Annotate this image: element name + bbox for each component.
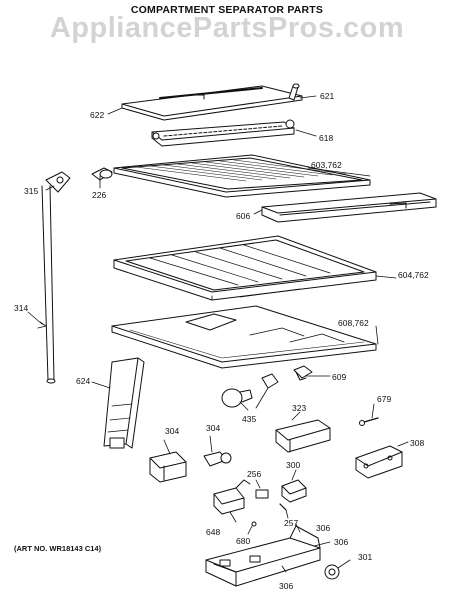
diagram-title: COMPARTMENT SEPARATOR PARTS — [130, 4, 324, 16]
part-304-housing — [150, 452, 186, 482]
callout-648: 648 — [206, 527, 221, 537]
callout-306-right: 306 — [334, 537, 349, 547]
part-680-screw — [252, 522, 256, 526]
part-306-housing — [206, 526, 320, 586]
part-679-screw — [360, 418, 379, 426]
part-301-knob — [325, 565, 339, 579]
callout-621: 621 — [320, 91, 335, 101]
callout-323: 323 — [292, 403, 307, 413]
part-603-shelf — [114, 155, 370, 197]
callout-604: 604,762 — [398, 270, 429, 280]
part-618-rail — [152, 120, 294, 146]
part-256-switch — [256, 490, 268, 498]
callout-603: 603,762 — [311, 160, 342, 170]
part-314-315-rod — [38, 172, 70, 383]
callout-226: 226 — [92, 190, 107, 200]
callout-257: 257 — [284, 518, 299, 528]
callout-301: 301 — [358, 552, 373, 562]
part-323-bracket — [276, 420, 330, 452]
callout-256: 256 — [247, 469, 262, 479]
callout-624: 624 — [76, 376, 91, 386]
callout-315: 315 — [24, 186, 39, 196]
callout-679: 679 — [377, 394, 392, 404]
callout-308: 308 — [410, 438, 425, 448]
callout-300: 300 — [286, 460, 301, 470]
callout-609: 609 — [332, 372, 347, 382]
callout-608: 608,762 — [338, 318, 369, 328]
part-308-bracket — [356, 446, 402, 478]
callout-622: 622 — [90, 110, 105, 120]
part-604-pan — [114, 236, 376, 300]
callout-618: 618 — [319, 133, 334, 143]
leader-lines — [28, 96, 408, 572]
part-300-switch — [282, 480, 306, 502]
callout-304-socket: 304 — [206, 423, 221, 433]
part-621-sensor — [289, 84, 299, 100]
part-257-screw — [280, 504, 286, 510]
callout-306-bottom: 306 — [279, 581, 294, 591]
callout-435: 435 — [242, 414, 257, 424]
part-435-bulb — [222, 374, 278, 407]
part-304-socket — [204, 452, 231, 466]
part-624-duct — [104, 358, 144, 448]
callout-304-housing: 304 — [165, 426, 180, 436]
part-648-assembly — [214, 480, 250, 514]
part-622-cover — [122, 86, 302, 120]
part-606-strip — [262, 193, 436, 222]
callout-306-top: 306 — [316, 523, 331, 533]
part-608-pan — [112, 306, 376, 368]
callout-680: 680 — [236, 536, 251, 546]
callout-606: 606 — [236, 211, 251, 221]
part-226-plug — [92, 168, 112, 180]
part-609-clip — [294, 366, 312, 380]
callout-314: 314 — [14, 303, 29, 313]
art-number: (ART NO. WR18143 C14) — [14, 544, 102, 553]
